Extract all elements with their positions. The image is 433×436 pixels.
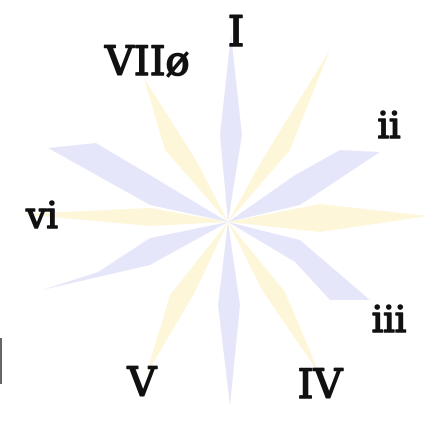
label-IV: IV bbox=[298, 362, 344, 408]
label-ii: ii bbox=[377, 106, 400, 147]
label-I: I bbox=[228, 7, 245, 56]
label-V: V bbox=[127, 360, 158, 406]
label-VII-half-diminished: VIIø bbox=[104, 39, 190, 85]
label-vi: vi bbox=[25, 196, 58, 237]
label-iii: iii bbox=[372, 300, 407, 341]
